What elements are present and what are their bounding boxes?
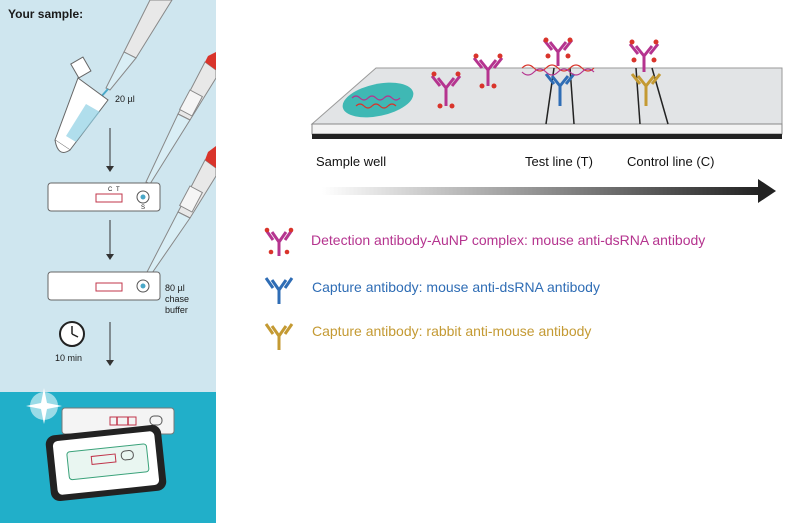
control-line-label: Control line (C) [627, 154, 715, 169]
legend-capture-antibody-mouse: Capture antibody: mouse anti-dsRNA antib… [312, 279, 600, 295]
flow-arrow-head [758, 179, 776, 203]
legend-capture-antibody-rabbit: Capture antibody: rabbit anti-mouse anti… [312, 323, 592, 339]
sparkle-icon [26, 388, 62, 424]
capture-antibody-blue-legend-icon [264, 277, 294, 304]
pipette-icon [99, 0, 173, 99]
control-line-1 [635, 67, 641, 125]
sample-well-label: Sample well [316, 154, 387, 169]
step3-buffer-line1: chase [165, 294, 190, 304]
lateral-flow-strip-diagram [310, 37, 783, 203]
legend-detection-antibody: Detection antibody-AuNP complex: mouse a… [311, 232, 706, 248]
procedure-illustration [26, 0, 216, 501]
clock-icon [59, 321, 85, 347]
test-cassette [47, 182, 161, 212]
flow-arrow-shaft [322, 187, 760, 195]
cassette-s-label: S [141, 205, 146, 211]
step3-volume: 80 µl [165, 283, 185, 293]
legend-icons [264, 227, 294, 350]
test-cassette [47, 271, 161, 301]
wait-time: 10 min [55, 353, 83, 363]
test-line-label: Test line (T) [525, 154, 593, 169]
pipette-icon [145, 146, 216, 277]
control-line-complex [628, 39, 662, 106]
strip-backing [312, 134, 782, 139]
strip-edge [311, 123, 783, 135]
step1-volume: 20 µl [115, 94, 135, 104]
smartphone-icon [45, 425, 167, 501]
capture-antibody-gold-legend-icon [264, 323, 294, 350]
cassette-t-label: T [116, 187, 120, 193]
pipette-icon [145, 52, 216, 185]
step3-buffer-line2: buffer [165, 305, 188, 315]
detection-antibody-icon [430, 71, 462, 109]
cassette-c-label: C [108, 187, 113, 193]
detection-antibody-icon [472, 53, 504, 89]
test-line-complex [521, 37, 595, 106]
detection-antibody-legend-icon [264, 227, 294, 256]
panel-title: Your sample: [8, 7, 84, 21]
sample-tube-icon [54, 56, 109, 153]
